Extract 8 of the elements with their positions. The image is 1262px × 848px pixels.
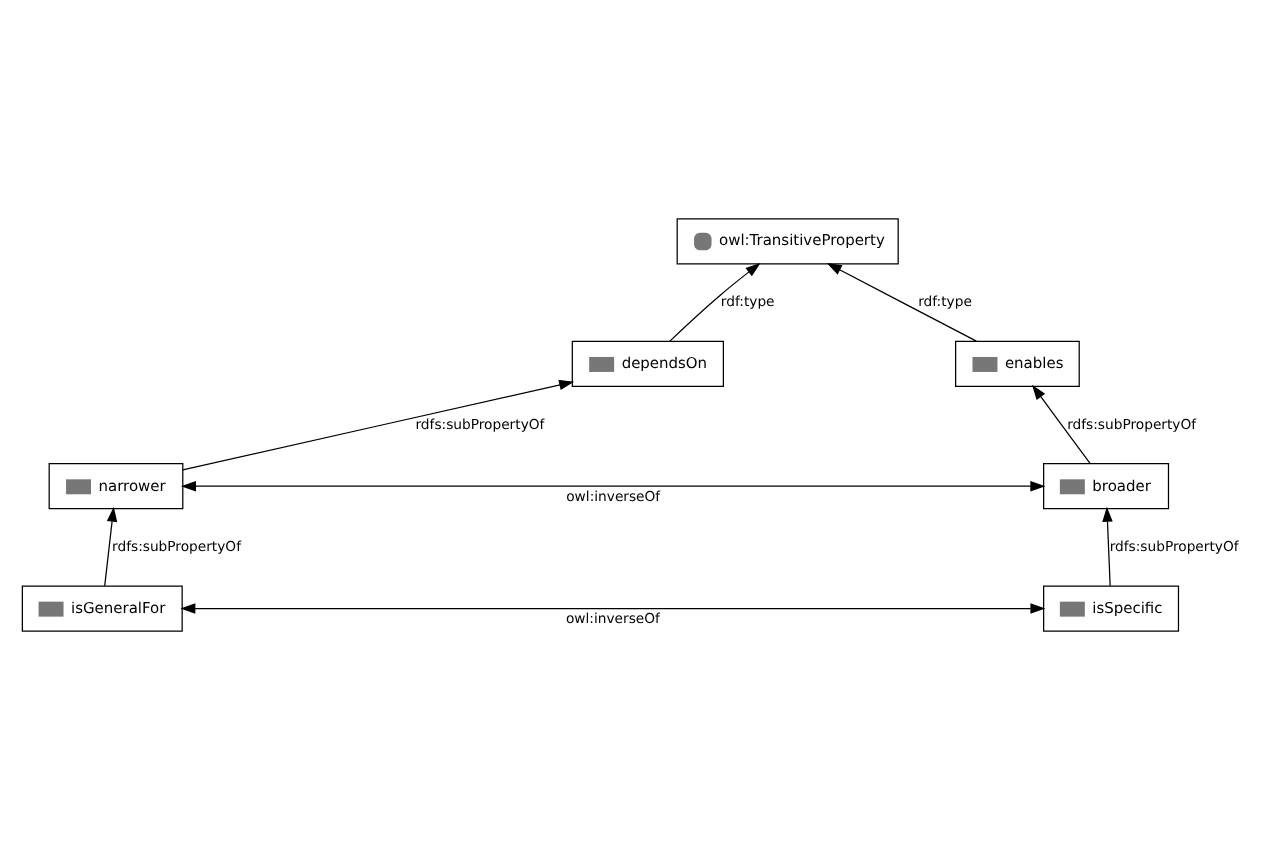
arrow <box>1102 505 1113 586</box>
arrow <box>826 262 977 341</box>
arrow <box>180 479 1046 491</box>
arrow <box>104 505 118 586</box>
arrow <box>1032 383 1091 464</box>
arrow <box>180 602 1046 613</box>
arrow <box>182 378 575 470</box>
arrow <box>669 261 761 341</box>
